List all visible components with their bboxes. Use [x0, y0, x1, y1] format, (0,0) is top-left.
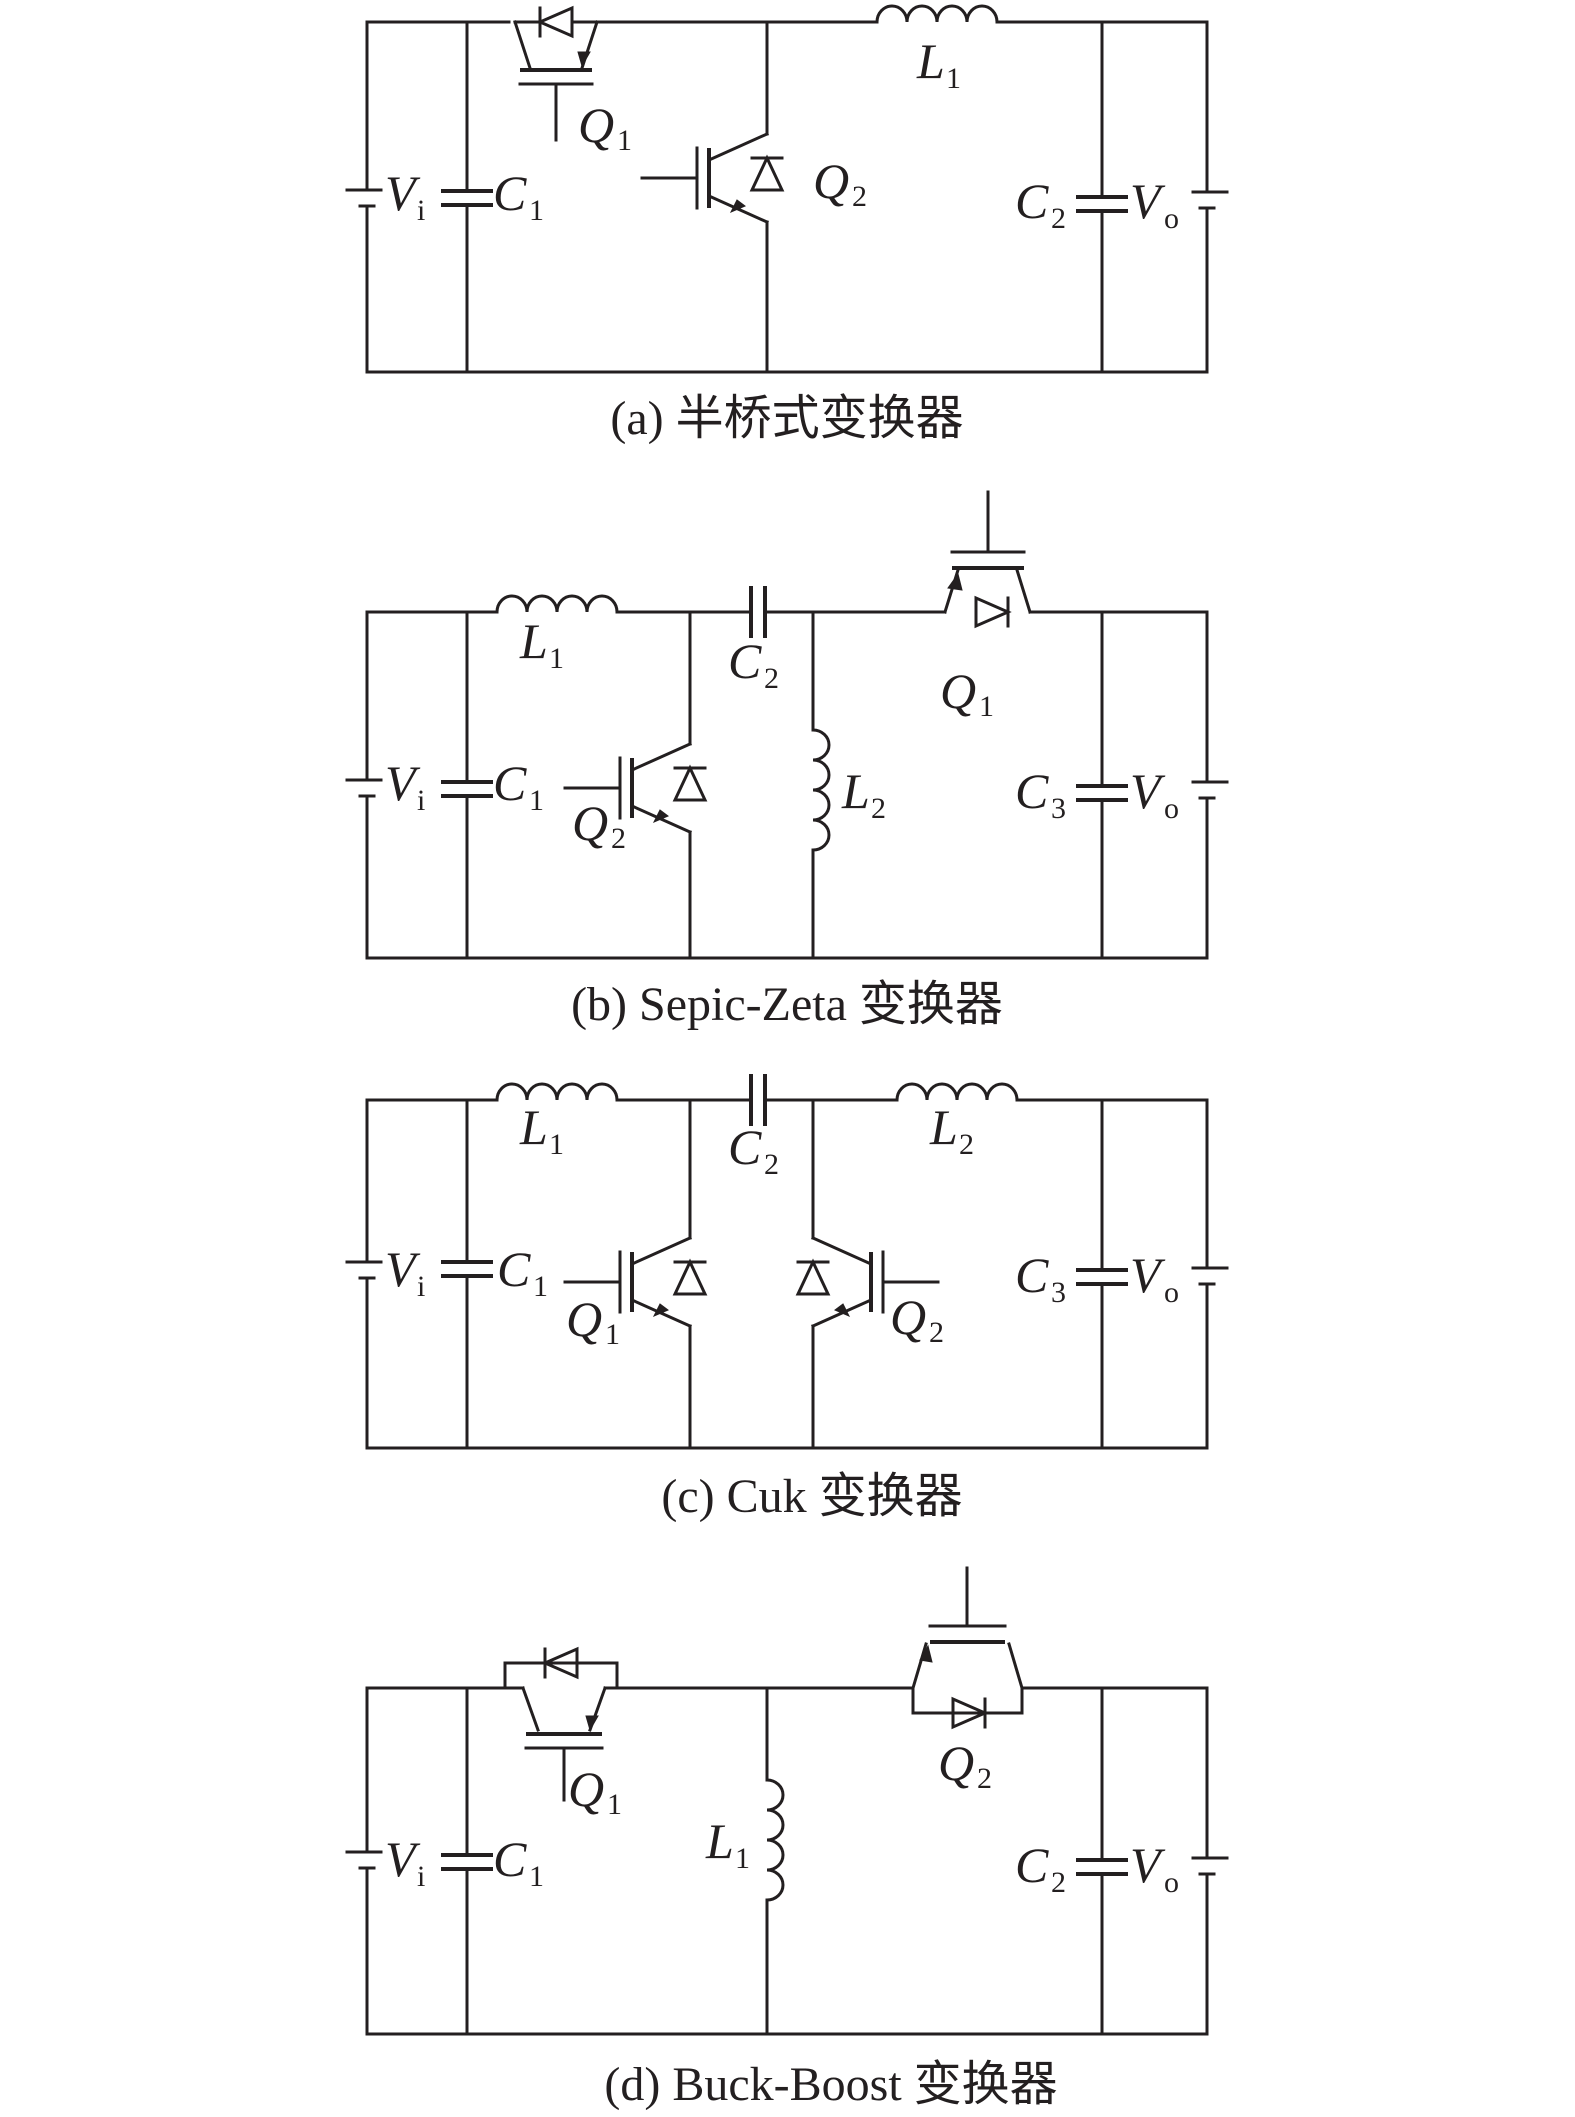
- svg-text:1: 1: [607, 1788, 622, 1821]
- svg-text:Q: Q: [568, 1761, 604, 1817]
- svg-text:2: 2: [1051, 202, 1066, 235]
- svg-text:i: i: [417, 784, 425, 817]
- svg-text:o: o: [1164, 202, 1179, 235]
- circuit-d: [345, 1566, 1229, 2036]
- svg-text:1: 1: [529, 194, 544, 227]
- svg-text:1: 1: [549, 642, 564, 675]
- svg-text:1: 1: [605, 1318, 620, 1351]
- switch-q1-d: [503, 1646, 619, 1802]
- svg-text:L: L: [916, 33, 945, 89]
- circuit-c: [345, 1072, 1229, 1450]
- svg-text:Q: Q: [938, 1735, 974, 1791]
- caption-c: (c) Cuk 变换器: [661, 1470, 962, 1523]
- svg-text:Q: Q: [940, 663, 976, 719]
- caption-a: (a) 半桥式变换器: [610, 392, 963, 445]
- switch-q2-d: [911, 1566, 1024, 1730]
- svg-text:2: 2: [852, 180, 867, 213]
- svg-text:C: C: [497, 1241, 531, 1297]
- svg-text:C: C: [493, 165, 527, 221]
- svg-text:1: 1: [979, 690, 994, 723]
- svg-text:C: C: [493, 755, 527, 811]
- svg-text:2: 2: [929, 1316, 944, 1349]
- svg-text:Q: Q: [566, 1291, 602, 1347]
- svg-text:2: 2: [764, 662, 779, 695]
- svg-text:1: 1: [529, 784, 544, 817]
- svg-text:C: C: [1015, 1247, 1049, 1303]
- svg-text:1: 1: [617, 124, 632, 157]
- svg-text:2: 2: [611, 822, 626, 855]
- svg-text:V: V: [1130, 1837, 1166, 1893]
- switch-q1-a: [513, 5, 599, 142]
- switch-q1-b: [943, 490, 1032, 629]
- svg-text:2: 2: [871, 792, 886, 825]
- svg-text:i: i: [417, 194, 425, 227]
- svg-text:i: i: [417, 1860, 425, 1893]
- caption-b: (b) Sepic-Zeta 变换器: [571, 978, 1003, 1031]
- svg-text:1: 1: [735, 1842, 750, 1875]
- svg-text:V: V: [1130, 173, 1166, 229]
- svg-text:V: V: [1130, 763, 1166, 819]
- svg-text:o: o: [1164, 1276, 1179, 1309]
- caption-d: (d) Buck-Boost 变换器: [604, 2058, 1057, 2111]
- svg-text:L: L: [519, 1099, 548, 1155]
- svg-text:V: V: [385, 755, 421, 811]
- svg-text:V: V: [385, 1831, 421, 1887]
- svg-text:2: 2: [959, 1128, 974, 1161]
- circuit-b: [345, 490, 1229, 960]
- svg-text:C: C: [1015, 1837, 1049, 1893]
- svg-text:L: L: [519, 613, 548, 669]
- svg-text:V: V: [385, 165, 421, 221]
- svg-text:C: C: [1015, 173, 1049, 229]
- svg-text:Q: Q: [572, 795, 608, 851]
- svg-text:2: 2: [977, 1762, 992, 1795]
- svg-text:C: C: [1015, 763, 1049, 819]
- svg-text:o: o: [1164, 792, 1179, 825]
- svg-text:1: 1: [549, 1128, 564, 1161]
- svg-text:3: 3: [1051, 1276, 1066, 1309]
- svg-text:C: C: [493, 1831, 527, 1887]
- svg-text:L: L: [929, 1099, 958, 1155]
- svg-text:L: L: [841, 763, 870, 819]
- svg-text:C: C: [728, 633, 762, 689]
- svg-text:o: o: [1164, 1866, 1179, 1899]
- svg-text:Q: Q: [890, 1289, 926, 1345]
- svg-text:Q: Q: [813, 153, 849, 209]
- svg-text:V: V: [385, 1241, 421, 1297]
- svg-text:L: L: [705, 1813, 734, 1869]
- svg-text:C: C: [728, 1119, 762, 1175]
- svg-text:i: i: [417, 1270, 425, 1303]
- svg-text:1: 1: [529, 1860, 544, 1893]
- svg-text:2: 2: [1051, 1866, 1066, 1899]
- svg-text:3: 3: [1051, 792, 1066, 825]
- svg-text:2: 2: [764, 1148, 779, 1181]
- svg-text:Q: Q: [578, 97, 614, 153]
- svg-text:1: 1: [946, 62, 961, 95]
- svg-text:V: V: [1130, 1247, 1166, 1303]
- svg-text:1: 1: [533, 1270, 548, 1303]
- circuit-a: [345, 4, 1229, 374]
